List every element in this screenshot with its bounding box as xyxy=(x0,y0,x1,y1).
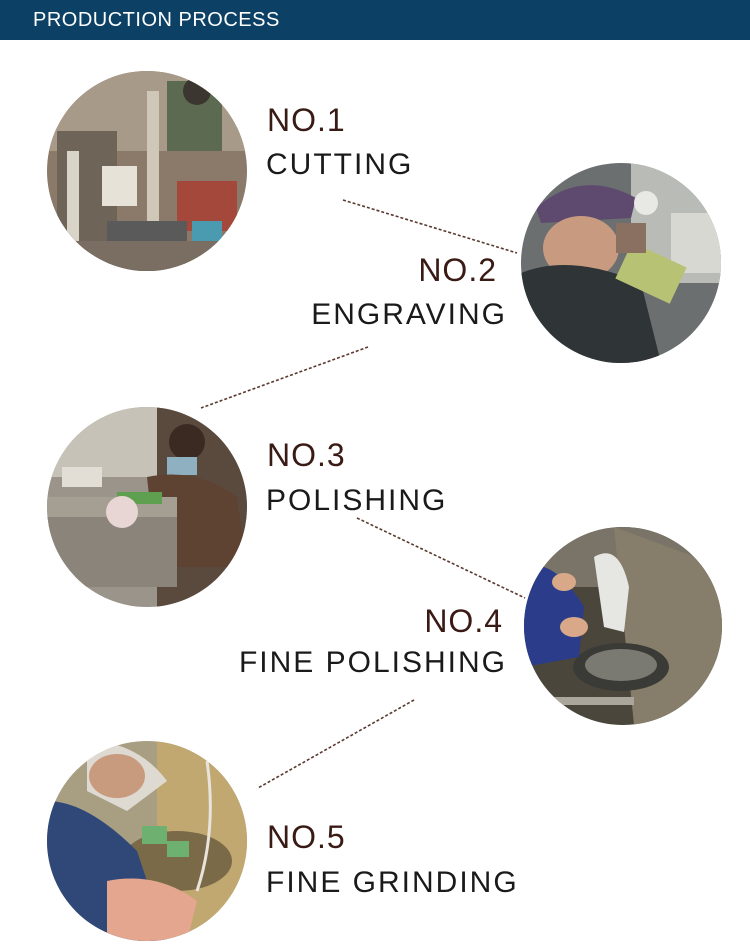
cutting-photo xyxy=(47,71,247,271)
connector-2-3 xyxy=(200,346,369,409)
step-3-name: POLISHING xyxy=(266,484,448,517)
fine-polishing-photo xyxy=(524,527,722,725)
section-title: PRODUCTION PROCESS xyxy=(33,9,280,31)
step-1-number: NO.1 xyxy=(267,102,346,138)
section-header: PRODUCTION PROCESS xyxy=(0,0,750,40)
engraving-photo xyxy=(521,163,721,363)
step-4-name: FINE POLISHING xyxy=(238,646,507,679)
step-2-name: ENGRAVING xyxy=(311,298,507,331)
step-4-number: NO.4 xyxy=(424,603,503,639)
connector-3-4 xyxy=(356,517,526,599)
polishing-photo xyxy=(47,407,247,607)
step-5-name: FINE GRINDING xyxy=(266,866,519,899)
step-2-number: NO.2 xyxy=(418,252,497,288)
step-3-number: NO.3 xyxy=(267,437,346,473)
fine-grinding-photo xyxy=(47,741,247,941)
connector-4-5 xyxy=(257,699,415,789)
step-5-number: NO.5 xyxy=(267,819,346,855)
step-1-name: CUTTING xyxy=(266,148,414,181)
connector-1-2 xyxy=(342,199,518,254)
